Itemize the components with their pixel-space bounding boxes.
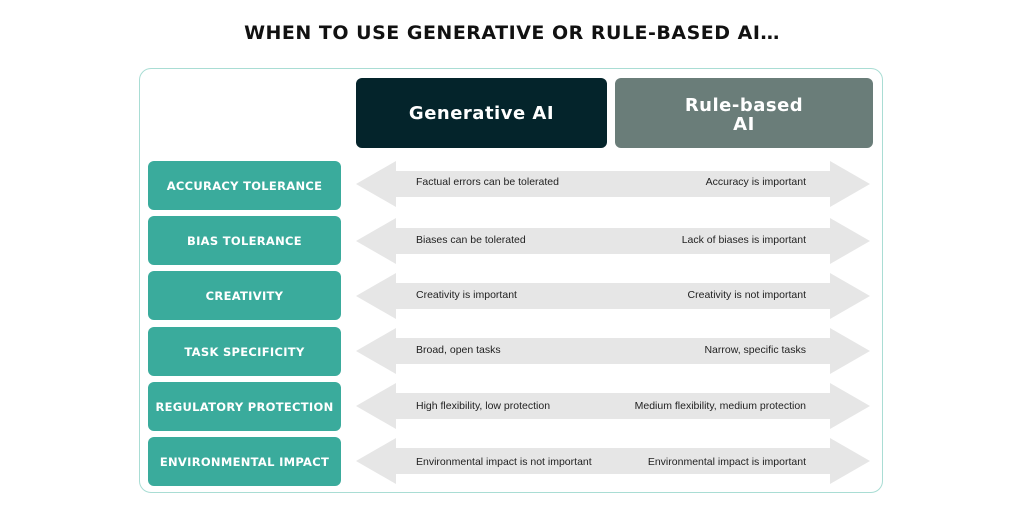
row-label-bias-tolerance: BIAS TOLERANCE [148,216,341,265]
accuracy-rule-text: Accuracy is important [705,176,806,188]
double-arrow-task-specificity [356,328,870,374]
generative-ai-header: Generative AI [356,78,607,148]
bias-rule-text: Lack of biases is important [681,234,806,246]
comparison-frame [139,68,883,493]
environmental-generative-text: Environmental impact is not important [416,456,592,468]
regulatory-rule-text: Medium flexibility, medium protection [634,400,806,412]
double-arrow-regulatory-protection [356,383,870,429]
regulatory-generative-text: High flexibility, low protection [416,400,551,412]
page-title: WHEN TO USE GENERATIVE OR RULE-BASED AI… [244,22,780,44]
double-arrow-bias-tolerance [356,218,870,264]
row-label-regulatory-protection: REGULATORY PROTECTION [148,382,341,431]
bias-generative-text: Biases can be tolerated [416,234,526,246]
row-label-accuracy-tolerance: ACCURACY TOLERANCE [148,161,341,210]
double-arrow-accuracy-tolerance [356,161,870,207]
rule-based-ai-header: Rule-based AI [615,78,873,148]
creativity-rule-text: Creativity is not important [687,289,806,301]
accuracy-generative-text: Factual errors can be tolerated [416,176,559,188]
double-arrow-creativity [356,273,870,319]
task-rule-text: Narrow, specific tasks [704,344,806,356]
double-arrow-environmental-impact [356,438,870,484]
environmental-rule-text: Environmental impact is important [647,456,806,468]
row-label-environmental-impact: ENVIRONMENTAL IMPACT [148,437,341,486]
row-label-task-specificity: TASK SPECIFICITY [148,327,341,376]
creativity-generative-text: Creativity is important [416,289,517,301]
task-generative-text: Broad, open tasks [416,344,501,356]
row-label-creativity: CREATIVITY [148,271,341,320]
